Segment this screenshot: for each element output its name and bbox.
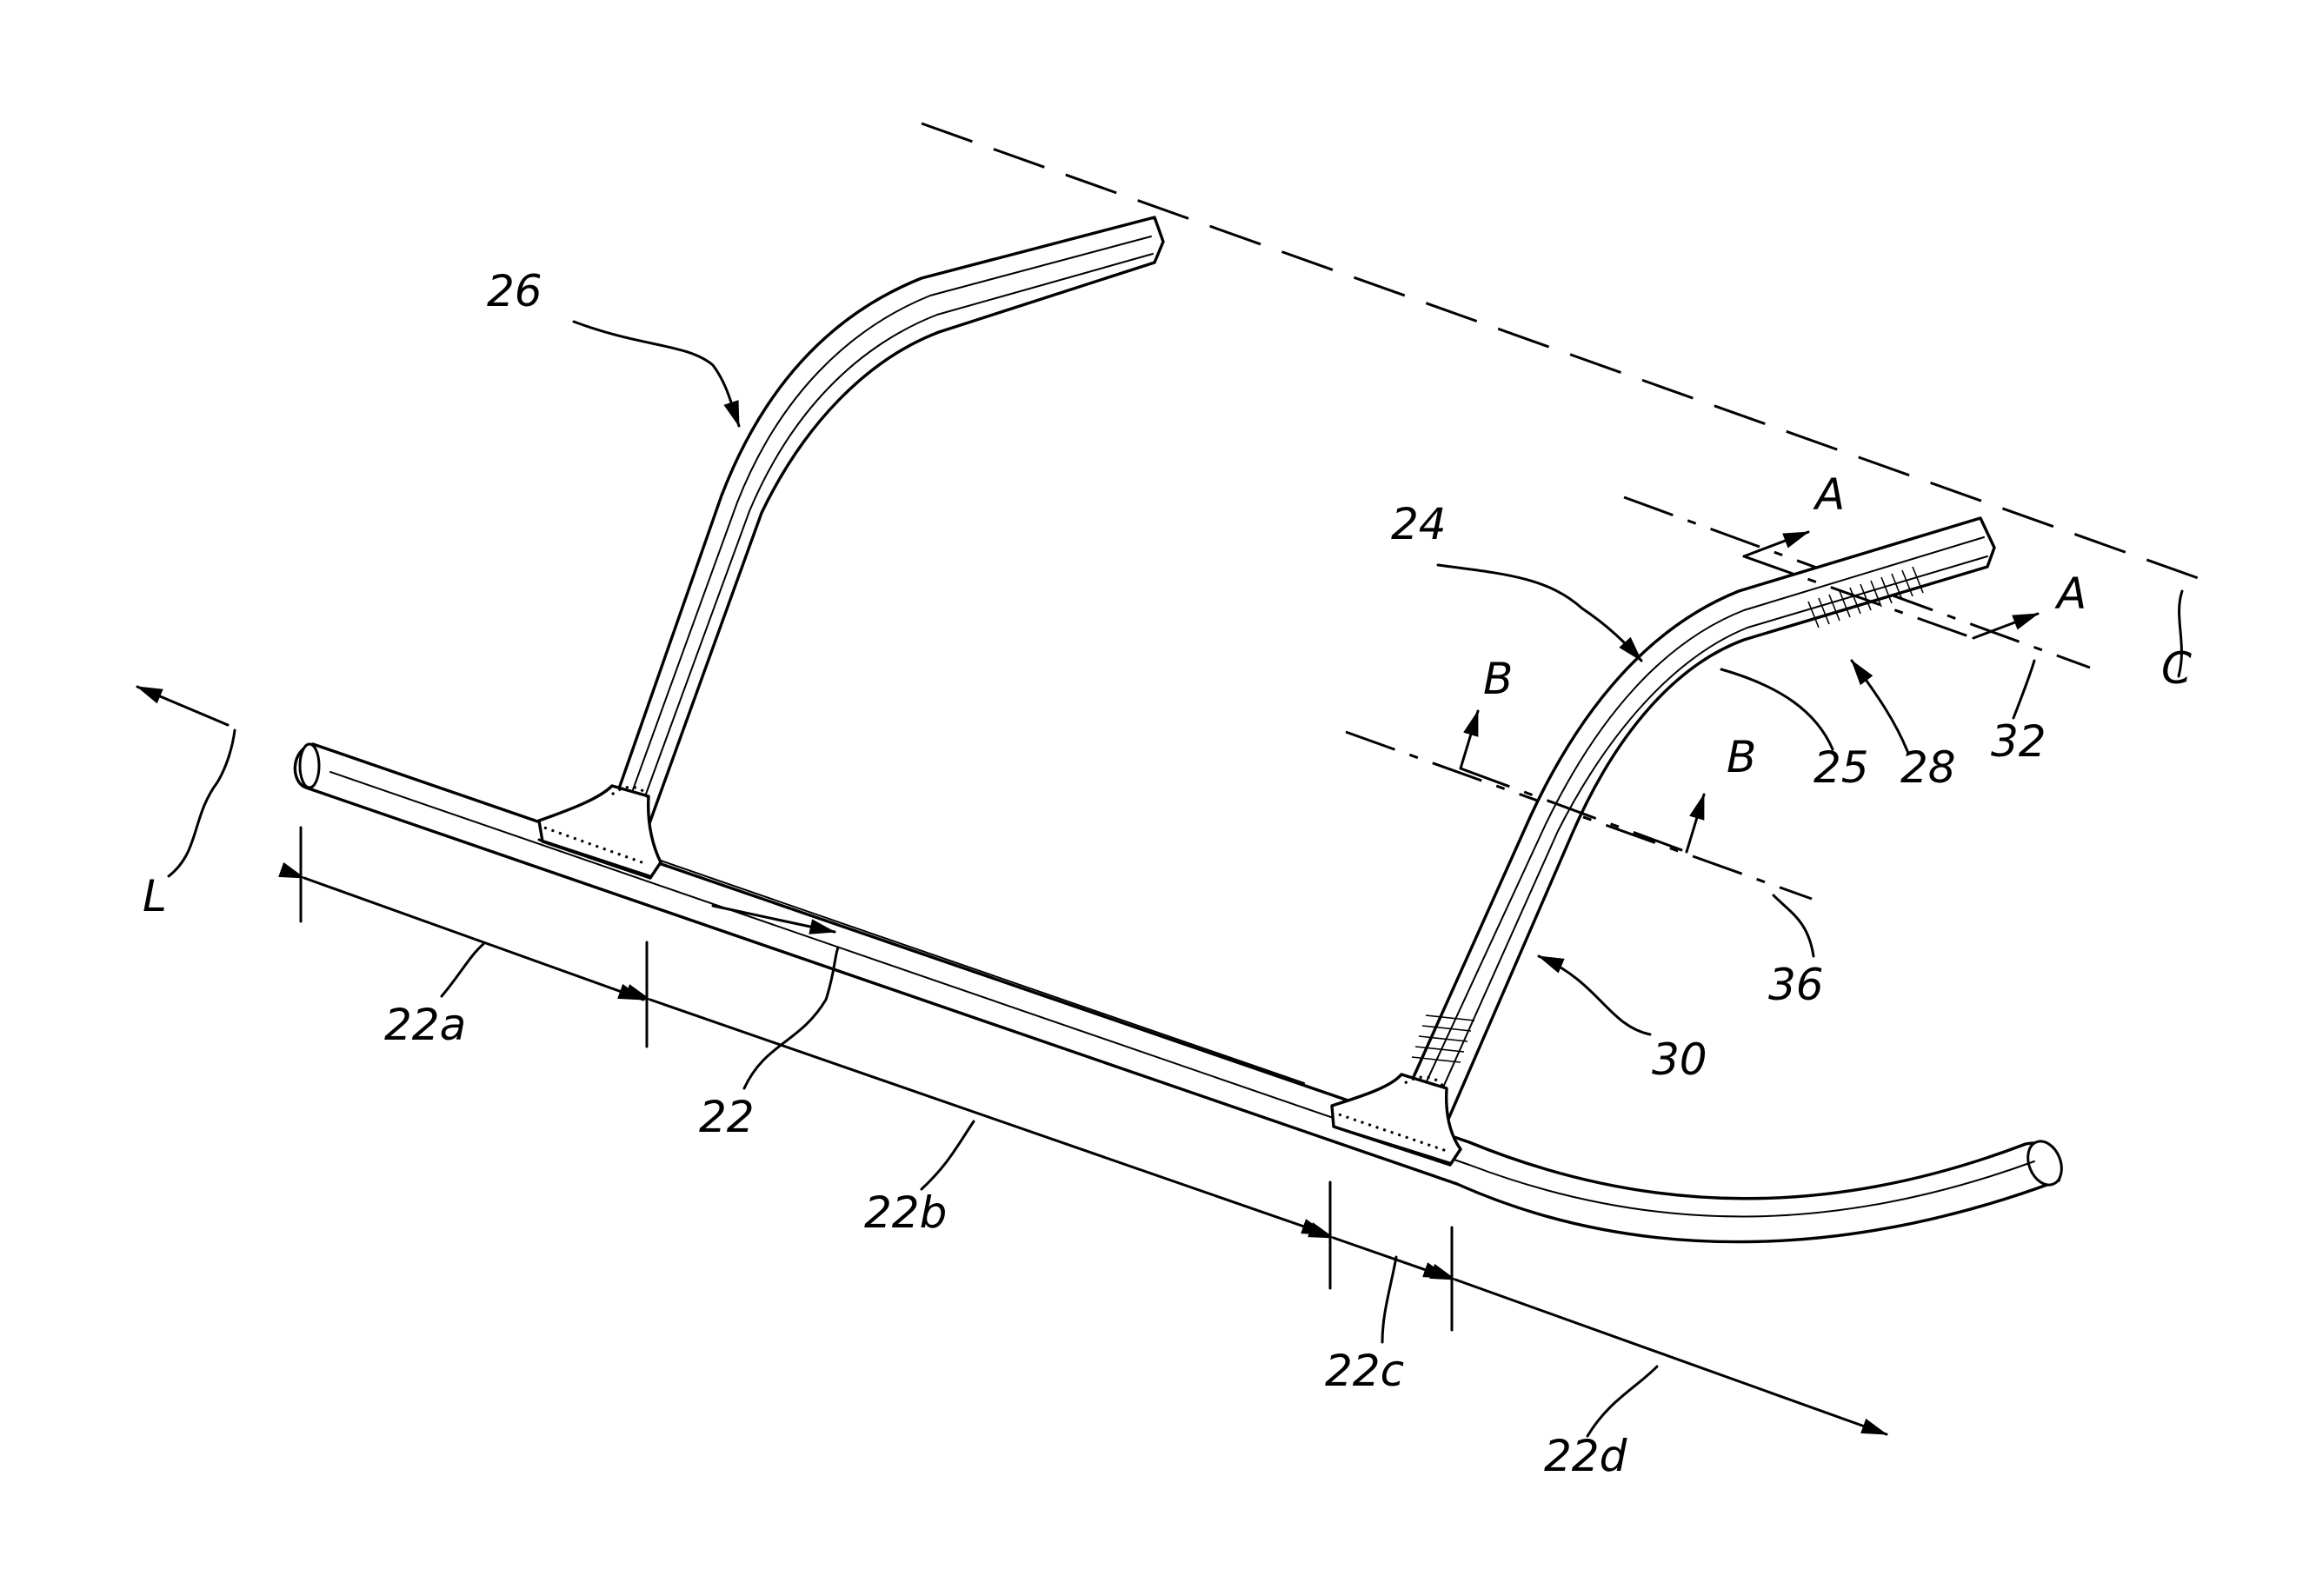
section-b-arrow-right <box>1687 795 1704 852</box>
leader-24 <box>1438 565 1641 661</box>
leader-22a <box>442 944 483 996</box>
label-22c: 22c <box>1325 1346 1404 1396</box>
rail-end-left <box>300 744 319 788</box>
label-26: 26 <box>487 266 542 316</box>
label-b-right: B <box>1727 732 1756 782</box>
label-c: C <box>2161 643 2192 694</box>
axis-l-arrow <box>137 687 228 725</box>
label-24: 24 <box>1391 499 1447 549</box>
label-22b: 22b <box>864 1187 947 1238</box>
member-26 <box>612 217 1163 826</box>
leader-26 <box>574 322 739 426</box>
leader-l <box>169 730 235 876</box>
section-b-arrow-left <box>1461 711 1478 768</box>
label-22: 22 <box>699 1092 755 1142</box>
leader-22b <box>922 1121 974 1189</box>
dim-22d <box>1455 1280 1887 1434</box>
label-36: 36 <box>1768 960 1824 1010</box>
member-24 <box>1401 518 1994 1123</box>
label-30: 30 <box>1652 1034 1707 1085</box>
leader-28 <box>1852 661 1907 751</box>
leader-22 <box>744 948 838 1088</box>
leader-22c <box>1382 1257 1396 1342</box>
label-28: 28 <box>1900 742 1956 793</box>
label-22d: 22d <box>1544 1431 1627 1481</box>
leader-36 <box>1774 895 1814 956</box>
label-25: 25 <box>1814 742 1869 793</box>
label-22a: 22a <box>384 1000 466 1050</box>
axis-c-line <box>922 123 2215 584</box>
label-b-left: B <box>1483 654 1513 704</box>
leader-30 <box>1539 956 1650 1034</box>
label-l: L <box>143 871 167 921</box>
leader-32 <box>2013 661 2034 718</box>
label-a-top: A <box>1813 469 1845 520</box>
label-32: 32 <box>1991 716 2046 767</box>
leader-22d <box>1587 1367 1657 1436</box>
label-a-bottom: A <box>2054 569 2086 619</box>
section-a-arrow-bottom <box>1973 614 2038 638</box>
dim-22a <box>304 878 643 1000</box>
dim-22c <box>1334 1238 1448 1278</box>
rail-highlight-2 <box>661 861 1304 1083</box>
